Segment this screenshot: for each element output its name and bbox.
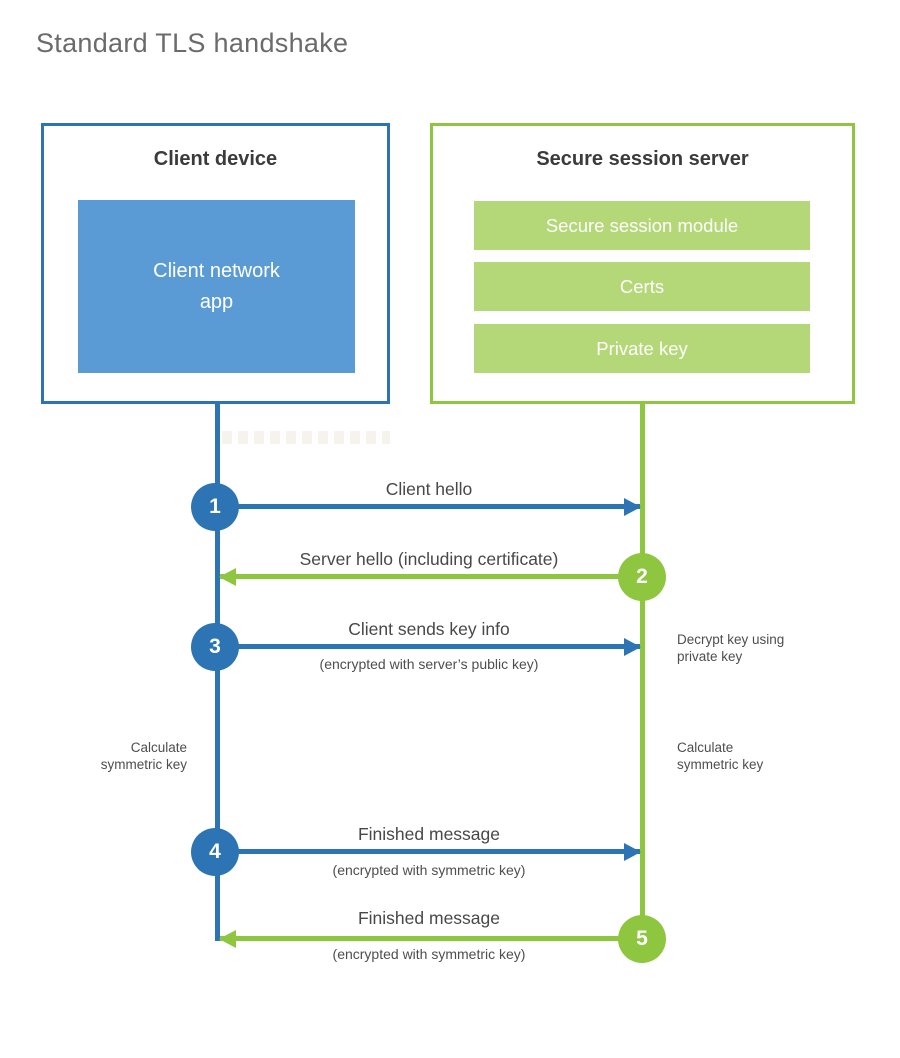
message-sublabel-client-key-info: (encrypted with server’s public key): [319, 656, 539, 672]
step-circle-4: 4: [191, 828, 239, 876]
client-device-title: Client device: [153, 148, 278, 170]
faded-dashes-artifact: [222, 431, 390, 444]
message-sublabel-finished-client: (encrypted with symmetric key): [332, 862, 526, 878]
secure-session-server-title: Secure session server: [536, 148, 749, 170]
step-circle-5: 5: [618, 915, 666, 963]
arrow-client-key-info: [216, 644, 640, 649]
arrow-server-hello: [220, 574, 642, 579]
message-label-finished-client: Finished message: [357, 824, 501, 844]
step-circle-2: 2: [618, 553, 666, 601]
note-calculate-symmetric-key-client: Calculate symmetric key: [100, 740, 187, 772]
message-label-finished-server: Finished message: [357, 908, 501, 928]
server-module-certs: Certs: [474, 262, 810, 311]
client-network-app-box: Client network app: [78, 200, 355, 373]
message-label-client-hello: Client hello: [385, 479, 473, 499]
note-calculate-symmetric-key-server: Calculate symmetric key: [677, 740, 764, 772]
client-lifeline: [215, 402, 220, 941]
note-decrypt-key: Decrypt key using private key: [677, 632, 785, 664]
message-sublabel-finished-server: (encrypted with symmetric key): [332, 946, 526, 962]
arrow-finished-client: [216, 849, 640, 854]
step-circle-1: 1: [191, 483, 239, 531]
message-label-client-key-info: Client sends key info: [348, 619, 510, 639]
arrow-client-hello: [216, 504, 640, 509]
server-module-private-key: Private key: [474, 324, 810, 373]
step-circle-3: 3: [191, 623, 239, 671]
message-label-server-hello: Server hello (including certificate): [299, 549, 559, 569]
server-module-secure-session-module: Secure session module: [474, 201, 810, 250]
arrow-finished-server: [220, 936, 642, 941]
page-title: Standard TLS handshake: [36, 28, 349, 58]
server-lifeline: [640, 402, 645, 939]
